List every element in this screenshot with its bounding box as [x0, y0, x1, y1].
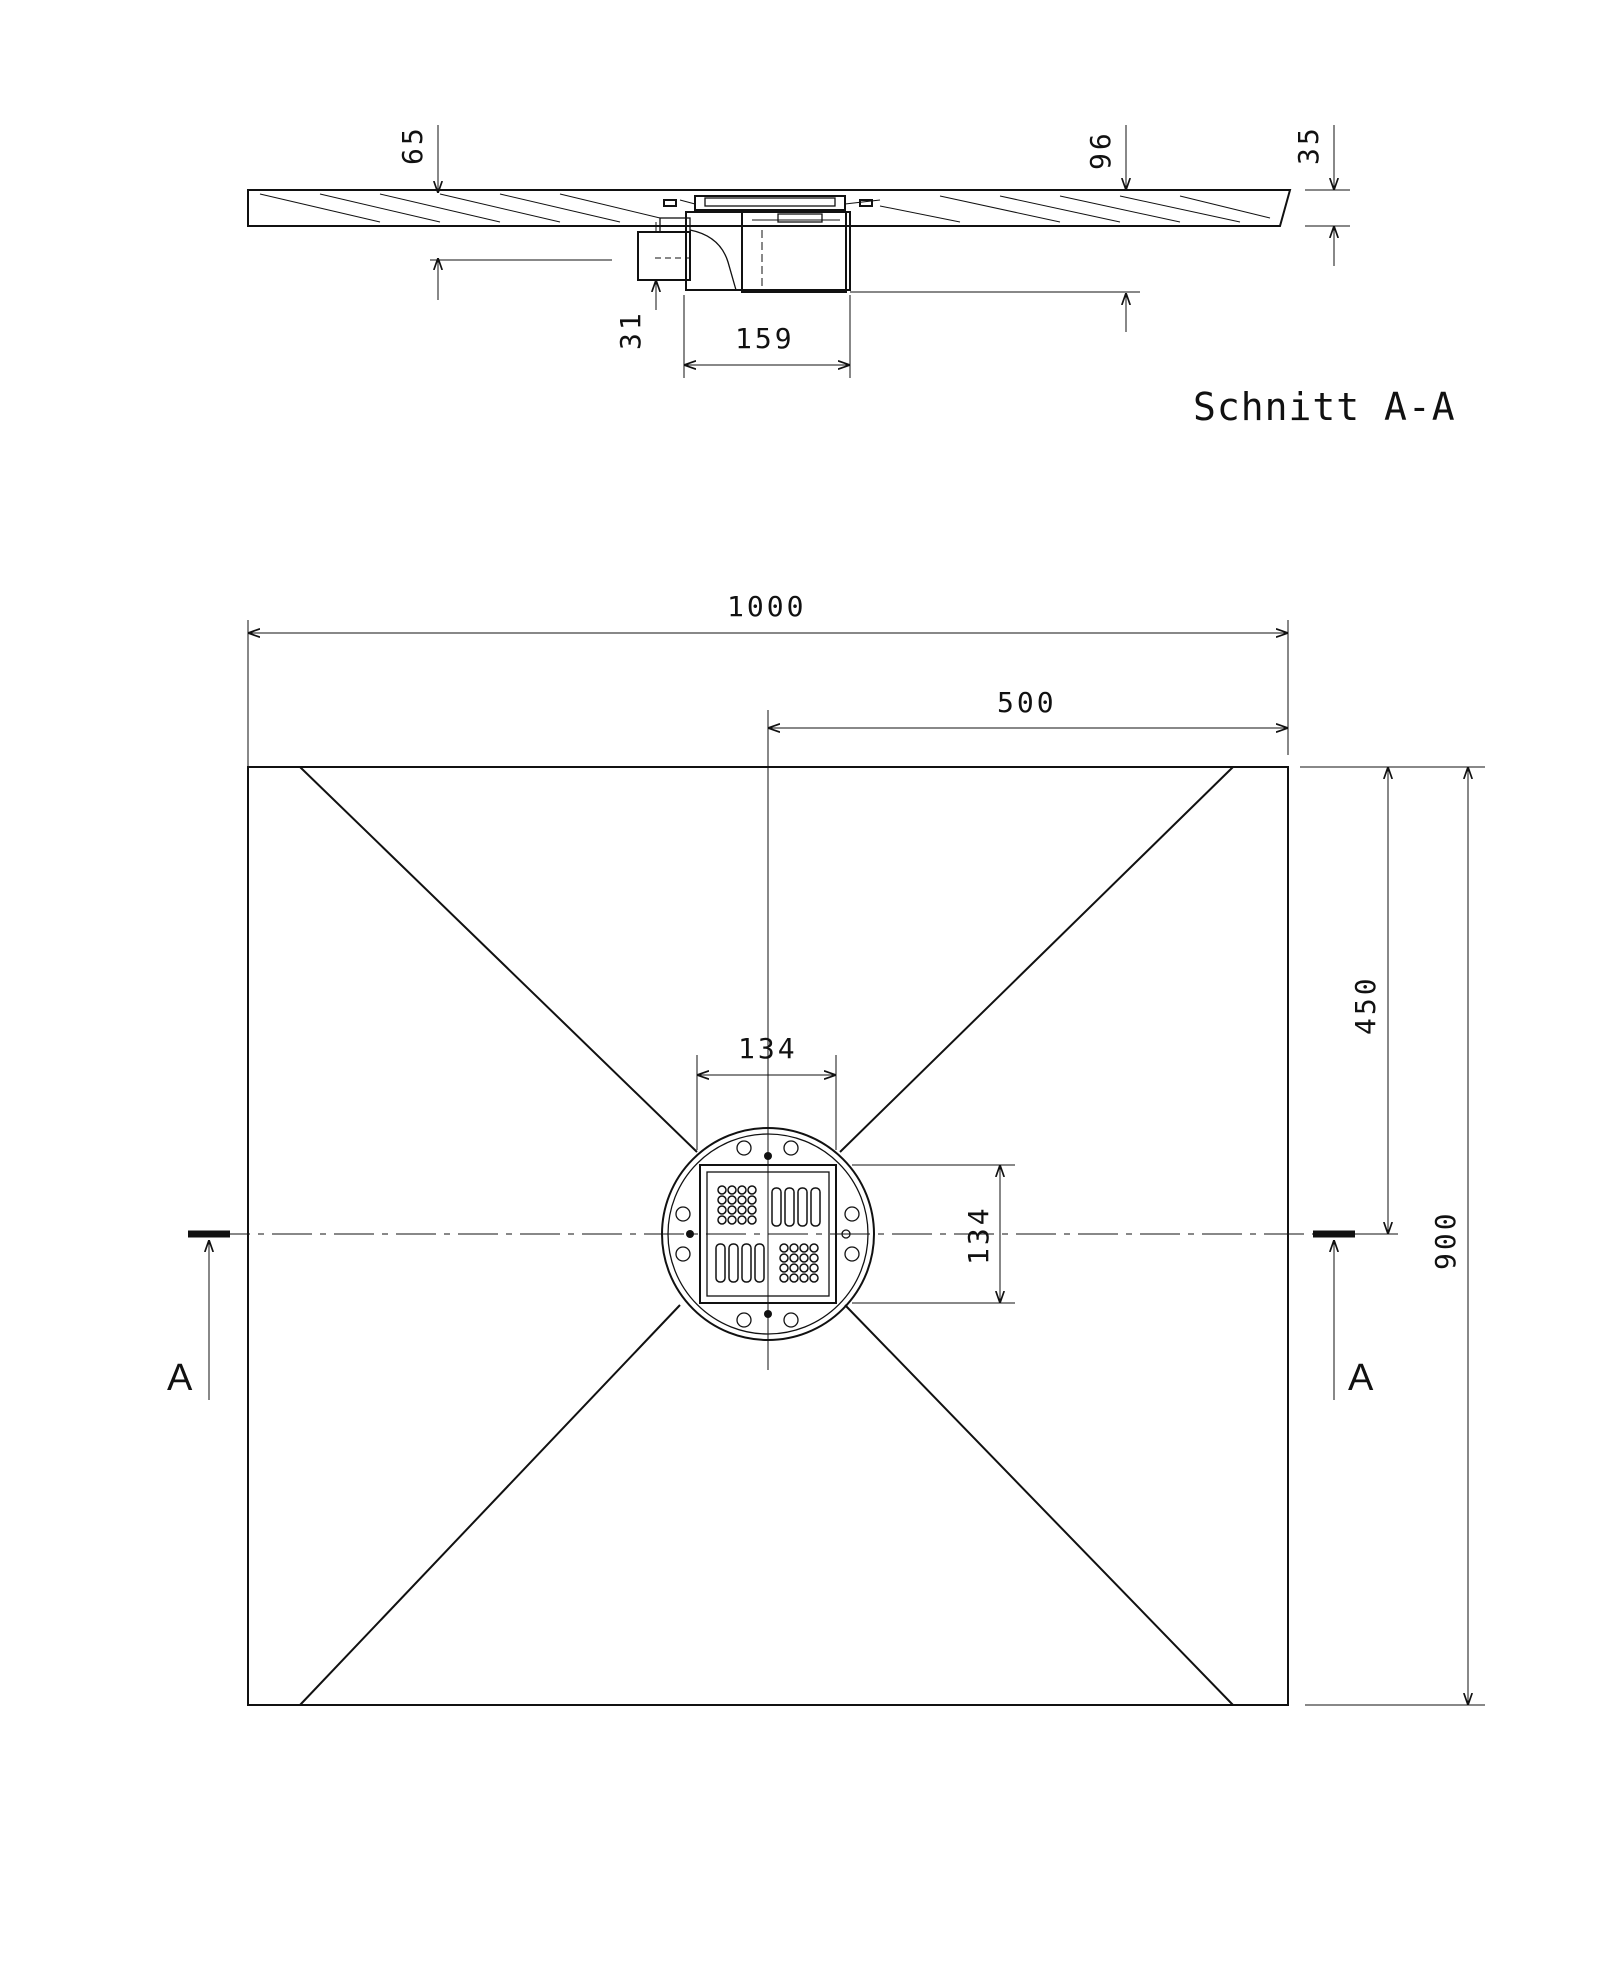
- dim-450: 450: [1349, 975, 1382, 1035]
- dim-65: 65: [396, 125, 429, 165]
- dim-1000: 1000: [727, 590, 806, 623]
- dim-900: 900: [1429, 1210, 1462, 1270]
- section-hatch: [259, 193, 1271, 223]
- dim-500: 500: [997, 686, 1057, 719]
- grate-pattern: [715, 1185, 821, 1283]
- drain-screws: [675, 1140, 860, 1328]
- section-view: 65 96 35 31 159 Schnitt A-A: [247, 125, 1456, 429]
- cut-label-right: A: [1348, 1357, 1374, 1399]
- dim-134-horizontal: 134: [738, 1032, 798, 1065]
- dim-31: 31: [614, 310, 647, 350]
- section-title: Schnitt A-A: [1193, 385, 1456, 429]
- drain-plan: [661, 1127, 875, 1341]
- dim-96: 96: [1084, 130, 1117, 170]
- cut-label-left: A: [167, 1357, 193, 1399]
- drain-body-section: [637, 195, 881, 293]
- section-marker-right: A: [1313, 1230, 1374, 1400]
- dim-35: 35: [1292, 125, 1325, 165]
- slope-lines: [299, 766, 1234, 1706]
- dim-159: 159: [735, 322, 795, 355]
- plan-view: A A: [167, 590, 1485, 1706]
- dim-134-vertical: 134: [962, 1205, 995, 1265]
- section-marker-left: A: [167, 1230, 230, 1400]
